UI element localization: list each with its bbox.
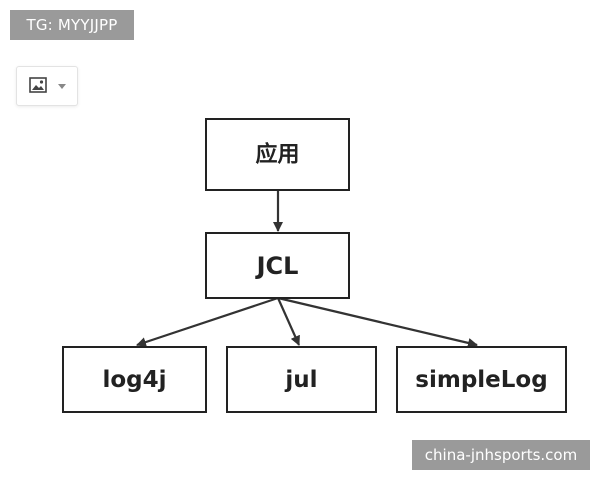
- edge-jcl-simplelog: [277, 296, 478, 348]
- caret-down-icon: [58, 84, 66, 89]
- image-insert-button[interactable]: [16, 66, 78, 106]
- watermark-tag: TG: MYYJJPP: [10, 10, 134, 40]
- site-watermark: china-jnhsports.com: [412, 440, 590, 470]
- edge-jcl-jul: [276, 297, 301, 346]
- node-jcl-label: JCL: [255, 252, 299, 280]
- node-simplelog-label: simpleLog: [415, 367, 547, 393]
- node-log4j: log4j: [62, 346, 207, 413]
- node-simplelog: simpleLog: [396, 346, 567, 413]
- node-jul-label: jul: [284, 367, 317, 393]
- node-jul: jul: [226, 346, 377, 413]
- node-app: 应用: [205, 118, 350, 191]
- node-jcl: JCL: [205, 232, 350, 299]
- node-app-label: 应用: [255, 142, 299, 168]
- image-icon: [29, 77, 47, 93]
- node-log4j-label: log4j: [102, 367, 166, 393]
- edge-jcl-log4j: [136, 296, 279, 347]
